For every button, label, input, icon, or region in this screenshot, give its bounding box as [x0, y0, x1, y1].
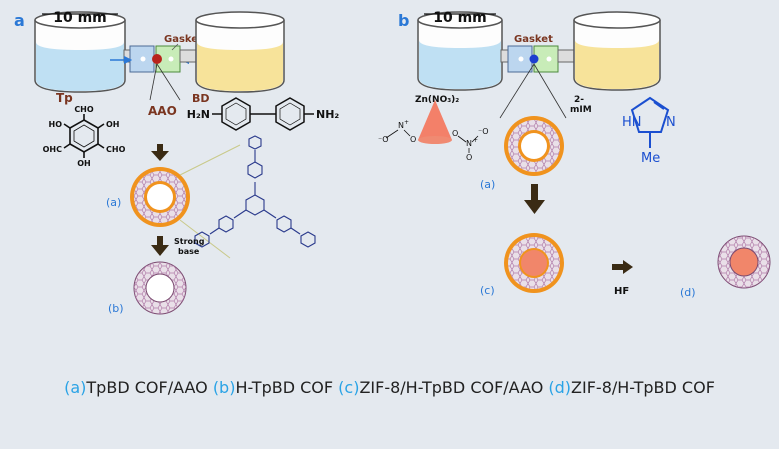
caption-tag-a: (a): [64, 378, 87, 397]
tp-molecule: [63, 114, 105, 158]
panel-b: b 10 mm Gasket Zn(NO₃)₂ 2- mIM: [378, 10, 771, 299]
label-a-right: (a): [480, 178, 495, 191]
zn-cone: [418, 100, 452, 140]
panel-a: a 10 mm Gasket Tp BD AAO: [14, 10, 339, 315]
caption-text-b: H-TpBD COF: [235, 378, 339, 397]
arrow-right-hf: [612, 260, 633, 274]
label-d: (d): [680, 286, 696, 299]
caption-text-c: ZIF-8/H-TpBD COF/AAO: [359, 378, 549, 397]
panel-a-letter: a: [14, 11, 25, 30]
panel-b-letter: b: [398, 11, 409, 30]
cell-left-b: [507, 45, 533, 73]
ring-d-zif8-h-tpbd: [717, 235, 771, 289]
caption-tag-c: (c): [338, 378, 360, 397]
figure-caption: (a)TpBD COF/AAO (b)H-TpBD COF (c)ZIF-8/H…: [0, 378, 779, 397]
tank-right-a: [195, 11, 285, 93]
svg-text:⁻O: ⁻O: [378, 135, 389, 144]
svg-text:O: O: [466, 153, 472, 162]
scale-label-a: 10 mm: [53, 10, 107, 26]
nitrate-left: ⁻O N + O: [378, 119, 416, 144]
me-label: Me: [641, 151, 660, 166]
svg-text:O: O: [452, 129, 458, 138]
caption-text-d: ZIF-8/H-TpBD COF: [571, 378, 715, 397]
aao-label: AAO: [148, 104, 177, 118]
label-b-left: (b): [108, 302, 124, 315]
svg-text:+: +: [473, 137, 478, 144]
cof-structure: [194, 135, 316, 248]
oh-bottom: OH: [77, 159, 91, 168]
oh-right: OH: [106, 120, 120, 129]
svg-text:+: +: [404, 119, 409, 126]
tank-left-b: [417, 11, 503, 91]
bd-molecule: [212, 97, 314, 131]
tank-left-a: [34, 11, 126, 93]
ring-b-h-tpbd: [133, 261, 187, 315]
bd-label: BD: [192, 92, 210, 105]
amine-right: NH₂: [316, 108, 339, 121]
mim-label-line1: 2-: [574, 95, 584, 105]
ring-a-panel-b: [504, 116, 564, 176]
zn-label: Zn(NO₃)₂: [415, 95, 459, 105]
caption-tag-b: (b): [212, 378, 236, 397]
strong-base-line1: Strong: [174, 237, 205, 246]
label-a-left: (a): [106, 196, 121, 209]
hf-label: HF: [614, 286, 629, 297]
nh-label: HN: [622, 115, 642, 130]
strong-base-line2: base: [178, 247, 200, 256]
svg-text:⁻O: ⁻O: [478, 127, 489, 136]
scale-label-b: 10 mm: [433, 10, 487, 26]
arrow-down-a1: [151, 144, 169, 161]
caption-text-a: TpBD COF/AAO: [86, 378, 213, 397]
cho-left: OHC: [43, 145, 62, 154]
cho-right: CHO: [106, 145, 126, 154]
svg-text:O: O: [410, 135, 416, 144]
gasket-label-a: Gasket: [164, 34, 203, 45]
oh-left: HO: [49, 120, 63, 129]
gasket-label-b: Gasket: [514, 34, 553, 45]
cho-top: CHO: [74, 105, 94, 114]
tank-right-b: [573, 11, 661, 91]
caption-tag-d: (d): [548, 378, 572, 397]
membrane-dot-a: [152, 54, 162, 64]
svg-text:N: N: [466, 139, 472, 148]
mim-label-line2: mIM: [570, 105, 592, 115]
nitrate-right: O N + ⁻O O: [452, 127, 489, 162]
membrane-dot-b: [529, 54, 539, 64]
svg-text:N: N: [398, 121, 404, 130]
arrow-down-a2: [151, 236, 169, 256]
tp-label: Tp: [56, 91, 73, 105]
label-c: (c): [480, 284, 495, 297]
amine-left: H₂N: [187, 108, 210, 121]
ring-c-zif8-aao: [504, 233, 564, 293]
arrow-down-b: [524, 184, 545, 214]
imidazole-molecule: [630, 96, 670, 148]
ring-a-tpbd-aao: [130, 167, 190, 227]
n-label: N: [666, 115, 676, 130]
